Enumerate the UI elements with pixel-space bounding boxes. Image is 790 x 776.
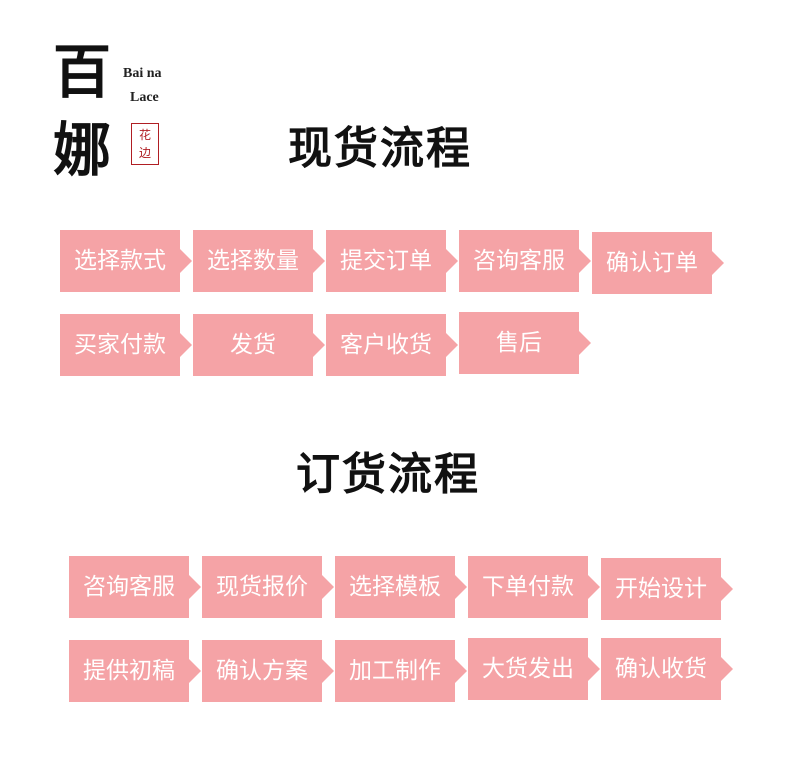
order-step-spot-quote: 现货报价 xyxy=(202,556,334,618)
logo-english-line2: Lace xyxy=(130,90,159,105)
spot-step-confirm-order: 确认订单 xyxy=(592,232,724,294)
spot-step-buyer-pays: 买家付款 xyxy=(60,314,192,376)
order-step-confirm-plan: 确认方案 xyxy=(202,640,334,702)
seal-char-hua: 花 xyxy=(138,128,151,142)
spot-process-title: 现货流程 xyxy=(288,123,472,174)
order-step-confirm-receipt: 确认收货 xyxy=(601,638,733,700)
spot-step-after-sales: 售后 xyxy=(459,312,591,374)
logo-char-bai: 百 xyxy=(52,38,111,106)
order-step-first-draft: 提供初稿 xyxy=(69,640,201,702)
spot-step-customer-receives: 客户收货 xyxy=(326,314,458,376)
order-step-choose-template: 选择模板 xyxy=(335,556,467,618)
spot-step-choose-quantity: 选择数量 xyxy=(193,230,325,292)
order-process-title: 订货流程 xyxy=(296,449,480,500)
spot-step-choose-style: 选择款式 xyxy=(60,230,192,292)
spot-step-consult-service: 咨询客服 xyxy=(459,230,591,292)
order-step-start-design: 开始设计 xyxy=(601,558,733,620)
order-step-bulk-shipped: 大货发出 xyxy=(468,638,600,700)
spot-step-submit-order: 提交订单 xyxy=(326,230,458,292)
spot-step-ship: 发货 xyxy=(193,314,325,376)
logo-english-line1: Bai na xyxy=(123,66,162,81)
lace-seal: 花 边 xyxy=(131,123,159,165)
order-step-processing: 加工制作 xyxy=(335,640,467,702)
order-step-consult-service: 咨询客服 xyxy=(69,556,201,618)
seal-char-bian: 边 xyxy=(138,146,151,160)
order-step-place-order-pay: 下单付款 xyxy=(468,556,600,618)
logo-char-na: 娜 xyxy=(52,116,111,184)
